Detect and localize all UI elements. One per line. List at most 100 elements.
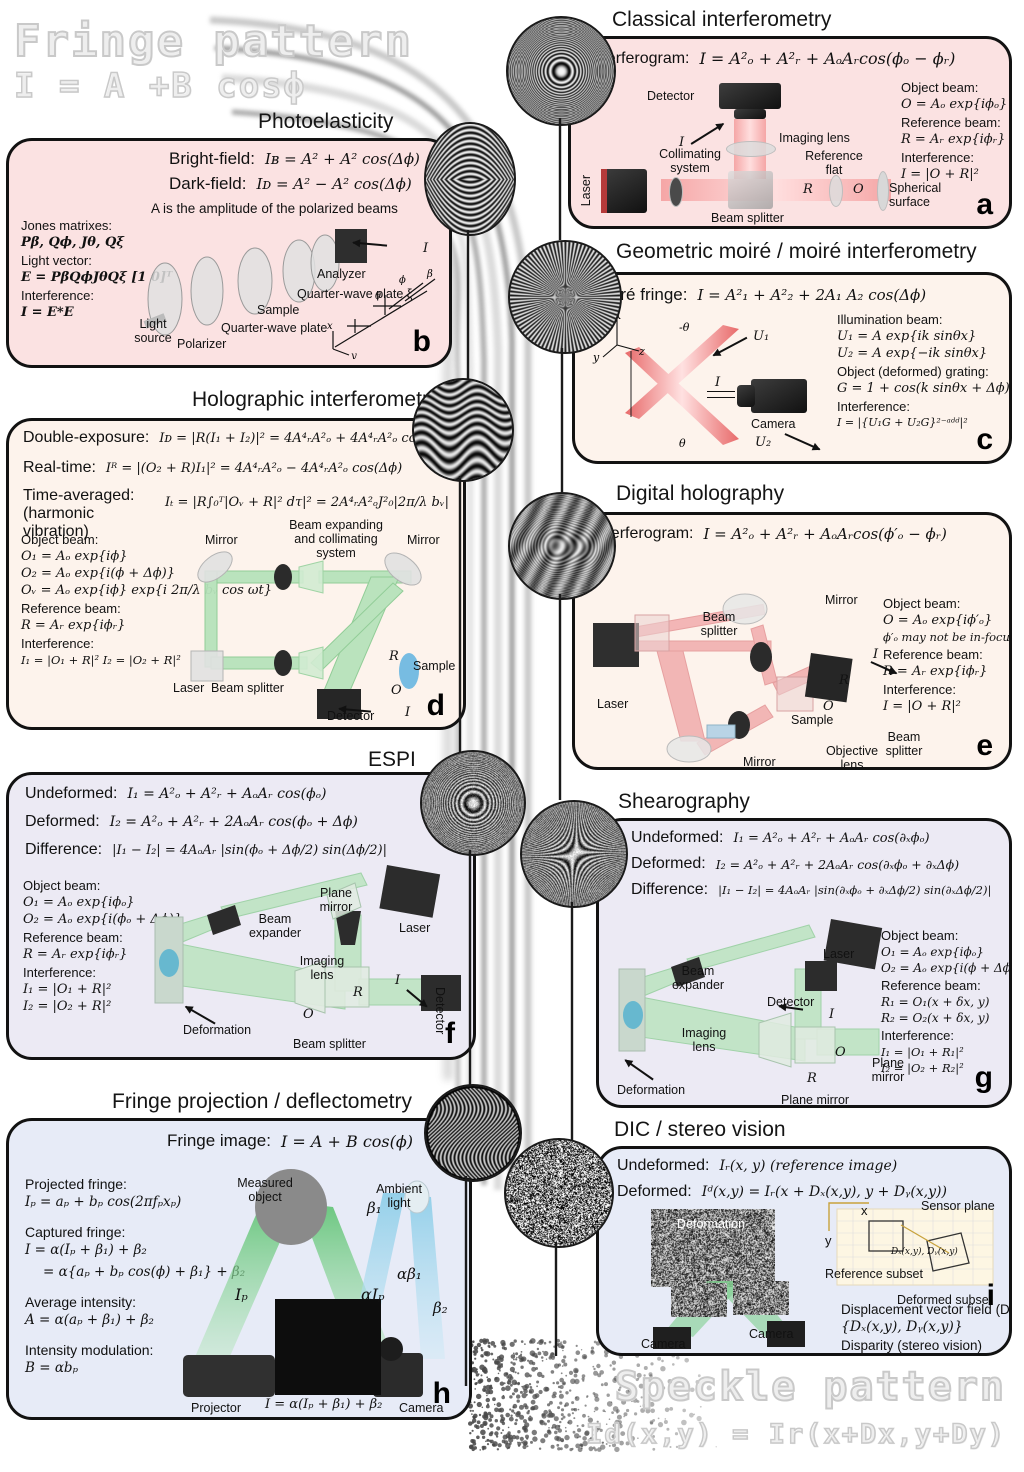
panel-f: Undeformed: I₁ = A²ₒ + A²ᵣ + AₒAᵣ cos(ϕₒ…	[6, 772, 476, 1060]
label-mirror-e1: Mirror	[825, 593, 858, 607]
panel-f-row-2-label: Difference:	[25, 841, 102, 859]
label-beam-splitter-e1: Beam splitter	[693, 611, 745, 639]
panel-e-blocks: Object beam: O = Aₒ exp{iϕ′ₒ} ϕ′ₒ may no…	[883, 593, 1012, 716]
panel-f-letter: f	[445, 1017, 455, 1051]
panel-c-blocks: Illumination beam: U₁ = A exp{ik sinθx} …	[837, 309, 1010, 431]
panel-e-letter: e	[976, 729, 993, 763]
imaging-lens-a	[726, 141, 776, 157]
panel-f-row-0: Undeformed: I₁ = A²ₒ + A²ᵣ + AₒAᵣ cos(ϕₒ…	[25, 785, 326, 803]
panel-e-block-1-eq: ϕ′ₒ may not be in-focus	[883, 630, 1012, 644]
panel-g-row-2: Difference: |I₁ − I₂| = 4AₒAᵣ |sin(∂ₓϕₒ …	[631, 881, 991, 899]
panel-b-row-0-label: Bright-field:	[169, 149, 255, 169]
label-x-i: x	[861, 1203, 868, 1218]
label-camera-c: Camera	[751, 417, 795, 431]
panel-d-row-1-label: Real-time:	[23, 459, 96, 477]
panel-e-block-0-eq: O = Aₒ exp{iϕ′ₒ}	[883, 613, 1012, 628]
panel-g-row-2-eq: |I₁ − I₂| = 4AₒAᵣ |sin(∂ₓϕₒ + ∂ₓΔϕ/2) si…	[718, 883, 991, 897]
panel-f-row-0-label: Undeformed:	[25, 785, 118, 803]
panel-i-title: DIC / stereo vision	[614, 1118, 786, 1142]
panel-a-blocks: Object beam: O = Aₒ exp{iϕₒ} Reference b…	[901, 77, 1007, 184]
detector-mount-a	[734, 109, 766, 119]
speckle-patch-right-i	[733, 1281, 789, 1315]
panel-i-block-1-head: Disparity (stereo vision)	[841, 1338, 1012, 1353]
panel-b-row-1-eq: Iᴅ = A² − A² cos(Δϕ)	[256, 175, 411, 193]
label-camera-i1: Camera	[641, 1337, 685, 1351]
panel-g-row-2-label: Difference:	[631, 881, 708, 899]
panel-h-inset-equation: I = α(Iₚ + β₁) + β₂	[265, 1397, 382, 1412]
panel-g-block-0-head: Object beam:	[881, 928, 1012, 943]
panel-e-block-3-head: Interference:	[883, 682, 1012, 697]
label-reference-flat-a: Reference flat	[803, 149, 865, 177]
panel-a-block-0-head: Object beam:	[901, 80, 1007, 95]
label-mirror-d2: Mirror	[407, 533, 440, 547]
label-polarizer-b: Polarizer	[177, 337, 226, 351]
label-R-f: R	[353, 985, 363, 1000]
panel-b-letter: b	[413, 325, 431, 359]
panel-f-row-2-eq: |I₁ − I₂| = 4AₒAᵣ |sin(ϕₒ + Δϕ/2) sin(Δϕ…	[112, 843, 387, 858]
panel-e-main-equation-row: Interferogram: I = A²ₒ + A²ᵣ + AₒAᵣcos(ϕ…	[593, 525, 947, 543]
label-I-g: I	[829, 1007, 834, 1022]
svg-text:y: y	[350, 351, 357, 359]
watermark-speckle-title: Speckle pattern	[615, 1364, 1006, 1410]
panel-i: Undeformed: Iᵣ(x, y) (reference image) D…	[596, 1146, 1012, 1356]
label-mirror-e2: Mirror	[743, 755, 776, 769]
label-beam-splitter-d: Beam splitter	[211, 681, 284, 695]
panel-e: Interferogram: I = A²ₒ + A²ᵣ + AₒAᵣcos(ϕ…	[572, 512, 1012, 770]
label-I-b: I	[423, 241, 428, 256]
label-collimating-a: Collimating system	[649, 147, 731, 175]
svg-text:x: x	[327, 321, 333, 332]
panel-i-row-0: Undeformed: Iᵣ(x, y) (reference image)	[617, 1157, 897, 1175]
panel-g-block-3-eq: R₂ = O₂(x + δx, y)	[881, 1011, 1012, 1025]
panel-i-block-1-eq: Dₓ(x, y) x-displacement only	[841, 1355, 1012, 1356]
label-laser-f: Laser	[399, 921, 430, 935]
label-deformation-i: Deformation	[677, 1217, 745, 1231]
panel-c-block-2-head: Object (deformed) grating:	[837, 364, 1010, 379]
thumbnail-digital-holography	[508, 492, 616, 600]
panel-h-main-equation-row: Fringe image: I = A + B cos(ϕ)	[167, 1131, 413, 1151]
shearography-setup-g	[609, 917, 895, 1103]
panel-d-title: Holographic interferometry	[192, 388, 439, 412]
label-plane-mirror-f: Plane mirror	[313, 887, 359, 915]
svg-text:-θ: -θ	[679, 321, 690, 334]
svg-text:θ: θ	[375, 291, 381, 302]
panel-a-block-1-eq: R = Aᵣ exp{iϕᵣ}	[901, 132, 1007, 147]
thumbnail-espi	[420, 750, 526, 856]
label-sample-d: Sample	[413, 659, 455, 673]
ray-c1	[707, 391, 735, 392]
panel-d-row-0-label: Double-exposure:	[23, 429, 149, 447]
panel-c-block-3-head: Interference:	[837, 399, 1010, 414]
panel-h: Fringe image: I = A + B cos(ϕ) Projected…	[6, 1118, 472, 1420]
panel-a-letter: a	[976, 188, 993, 222]
holography-setup-d	[171, 543, 466, 725]
camera-lens-c	[737, 385, 755, 407]
label-measured-object-h: Measured object	[233, 1177, 297, 1205]
panel-g: Undeformed: I₁ = A²ₒ + A²ᵣ + AₒAᵣ cos(∂ₓ…	[596, 818, 1012, 1108]
panel-d-letter: d	[427, 689, 445, 723]
panel-h-main-label: Fringe image:	[167, 1131, 271, 1151]
panel-f-row-1-eq: I₂ = A²ₒ + A²ᵣ + 2AₒAᵣ cos(ϕₒ + Δϕ)	[110, 814, 358, 830]
panel-c-main-equation-row: Moiré fringe: I = A²₁ + A²₂ + 2A₁ A₂ cos…	[593, 285, 926, 305]
label-sensor-plane-i: Sensor plane	[921, 1199, 995, 1213]
label-deformation-g: Deformation	[617, 1083, 685, 1097]
panel-h-title: Fringe projection / deflectometry	[112, 1090, 412, 1114]
thumbnail-photoelasticity	[424, 122, 516, 236]
label-beam-expander-f: Beam expander	[247, 913, 303, 941]
label-plane-mirror-g2: Plane mirror	[781, 1093, 849, 1107]
label-reference-subset-i: Reference subset	[825, 1267, 923, 1281]
panel-g-row-0: Undeformed: I₁ = A²ₒ + A²ᵣ + AₒAᵣ cos(∂ₓ…	[631, 829, 930, 847]
label-aIp-h: αIₚ	[361, 1285, 385, 1304]
arrow-i-a	[691, 123, 724, 144]
panel-i-row-0-eq: Iᵣ(x, y) (reference image)	[720, 1158, 898, 1174]
panel-c-main-equation: I = A²₁ + A²₂ + 2A₁ A₂ cos(Δϕ)	[697, 286, 926, 304]
panel-e-title: Digital holography	[616, 482, 784, 506]
panel-d-row-1: Real-time: Iᴿ = |(O₂ + R)I₁|² = 4A⁴ᵣA²ₒ …	[23, 459, 402, 477]
label-objective-lens-e: Objective lens	[825, 745, 879, 770]
spherical-surface-a	[877, 171, 889, 211]
panel-g-blocks: Object beam: O₁ = Aₒ exp{iϕₒ} O₂ = Aₒ ex…	[881, 925, 1012, 1077]
panel-e-block-3-eq: I = |O + R|²	[883, 699, 1012, 714]
panel-d-row-2-eq: Iₜ = |R∫₀ᵀ|Oᵥ + R|² dτ|² = 2A⁴ᵣA²ₒJ²₀|2π…	[165, 495, 449, 510]
label-beam-splitter-a: Beam splitter	[711, 211, 784, 225]
label-I-f: I	[395, 973, 400, 988]
panel-i-row-0-label: Undeformed:	[617, 1157, 710, 1175]
label-laser-a: Laser	[579, 175, 593, 206]
